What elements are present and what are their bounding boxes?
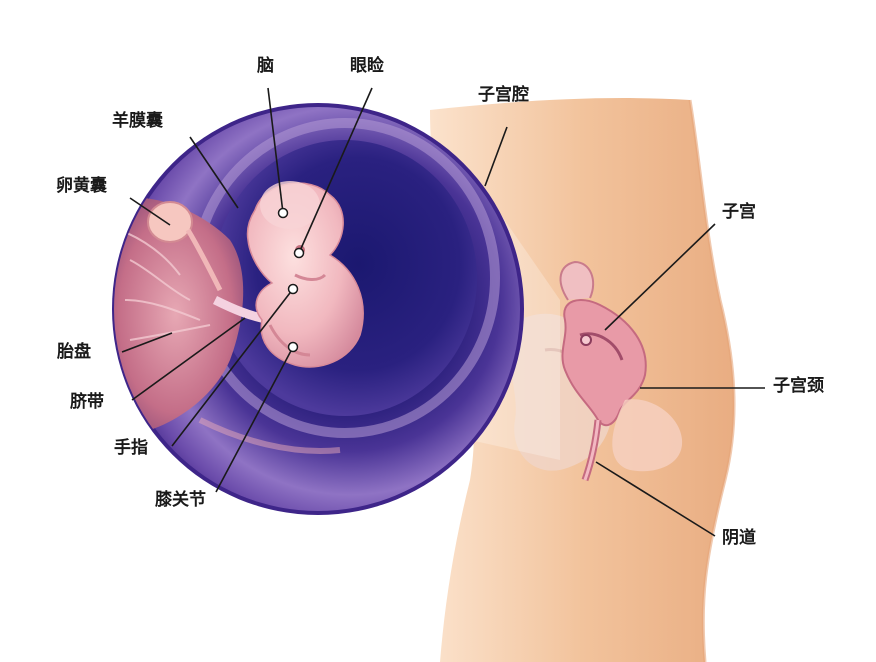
label-uterus: 子宫 (722, 202, 756, 222)
eyelid-marker (293, 247, 305, 259)
embryo-shape (246, 181, 364, 368)
label-brain: 脑 (257, 56, 274, 76)
label-cervix: 子宫颈 (773, 376, 824, 396)
marker-dots (277, 207, 305, 353)
gestational-sac (112, 103, 524, 515)
label-vagina: 阴道 (722, 528, 756, 548)
yolk-sac-shape (147, 201, 193, 243)
label-eyelid: 眼睑 (350, 56, 384, 76)
fingers-marker (287, 283, 299, 295)
label-uterine-cavity: 子宫腔 (478, 85, 529, 105)
label-knee-joint: 膝关节 (155, 490, 206, 510)
brain-marker (277, 207, 289, 219)
leader-lines (121, 87, 765, 537)
label-amniotic-sac: 羊膜囊 (112, 111, 163, 131)
label-fingers: 手指 (114, 438, 148, 458)
knee-joint-marker (287, 341, 299, 353)
label-yolk-sac: 卵黄囊 (56, 176, 107, 196)
label-umbilical-cord: 脐带 (70, 392, 104, 412)
label-placenta: 胎盘 (57, 342, 91, 362)
uterus-shape (561, 299, 647, 427)
placenta-tissue (114, 197, 244, 432)
